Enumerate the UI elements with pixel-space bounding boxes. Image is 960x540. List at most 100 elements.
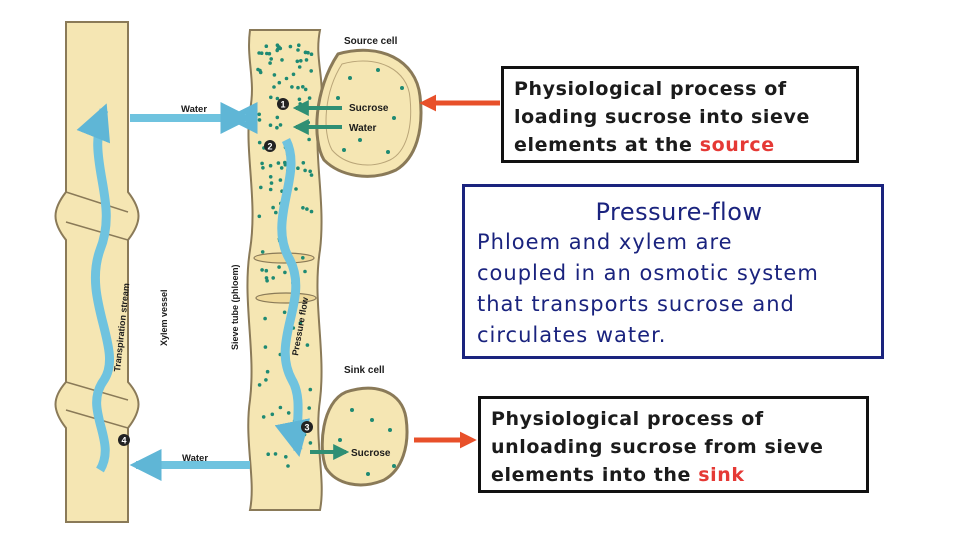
sucrose-dot (260, 268, 264, 272)
sucrose-dot (286, 464, 290, 468)
sucrose-dot (400, 86, 404, 90)
sucrose-dot (303, 168, 307, 173)
sucrose-dot (303, 269, 307, 274)
sucrose-dot (308, 387, 313, 392)
sucrose-dot (269, 57, 274, 61)
sucrose-dot (286, 411, 291, 415)
sink-line-3: elements into the sink (491, 461, 866, 489)
sucrose-dot (260, 250, 265, 254)
sucrose-dot (275, 125, 279, 130)
sucrose-dot (296, 85, 300, 90)
sucrose-dot (269, 95, 273, 100)
source-line-3-text: elements at the (514, 134, 700, 156)
sucrose-dot (272, 73, 277, 77)
sucrose-dot (264, 268, 269, 273)
sucrose-dot (257, 51, 261, 55)
sucrose-dot (306, 120, 311, 125)
label-sucrose-top: Sucrose (349, 103, 389, 114)
sucrose-dot (342, 148, 346, 152)
label-sieve-tube: Sieve tube (phloem) (230, 264, 240, 350)
sucrose-dot (392, 116, 396, 120)
sucrose-dot (376, 68, 380, 72)
sucrose-dot (370, 418, 374, 422)
pressure-line-4: circulates water. (477, 323, 667, 347)
sucrose-dot (307, 406, 312, 410)
sucrose-dot (256, 67, 260, 72)
sucrose-dot (265, 278, 269, 283)
sucrose-dot (272, 85, 276, 89)
sucrose-dot (298, 321, 303, 325)
sucrose-dot (301, 85, 305, 89)
pressure-flow-body: Phloem and xylem are coupled in an osmot… (477, 227, 881, 351)
label-xylem-vessel: Xylem vessel (159, 289, 169, 346)
sucrose-dot (277, 80, 282, 85)
sucrose-dot (269, 181, 274, 185)
transpiration-arrow (76, 103, 114, 473)
sucrose-dot (260, 161, 264, 166)
sucrose-dot (305, 343, 310, 347)
source-highlight: source (699, 134, 775, 156)
sucrose-dot (290, 85, 294, 89)
sink-line-2: unloading sucrose from sieve (491, 436, 824, 458)
sucrose-dot (259, 51, 264, 55)
sucrose-dot (309, 209, 314, 214)
sucrose-dot (350, 408, 354, 412)
sucrose-dot (302, 432, 307, 437)
sucrose-dot (295, 59, 300, 64)
step-marker-4: 4 (118, 434, 130, 446)
sucrose-dot (303, 50, 308, 55)
pressure-line-1: Phloem and xylem are (477, 230, 733, 254)
pressure-flow-arrow (274, 137, 311, 458)
sink-callout-box: Physiological process of unloading sucro… (478, 396, 869, 493)
sucrose-dot (261, 166, 265, 170)
sink-highlight: sink (698, 464, 745, 486)
sucrose-dot (388, 428, 392, 432)
sucrose-dot (308, 169, 313, 174)
sucrose-dot (297, 65, 302, 69)
sucrose-dot (278, 405, 283, 410)
sucrose-dot (263, 345, 268, 349)
sucrose-dot (266, 452, 271, 457)
sucrose-dot (297, 97, 302, 102)
sucrose-dot (301, 255, 305, 260)
pressure-flow-box: Pressure-flow Phloem and xylem are coupl… (462, 184, 884, 359)
sucrose-dot (271, 205, 275, 210)
source-line-1: Physiological process of (514, 78, 787, 100)
step-marker-2: 2 (264, 140, 276, 152)
sucrose-dot (276, 161, 281, 165)
pressure-flow-title: Pressure-flow (595, 198, 763, 226)
sucrose-dot (294, 187, 298, 191)
svg-text:2: 2 (267, 142, 272, 152)
sucrose-dot (268, 175, 273, 179)
pressure-line-2: coupled in an osmotic system (477, 261, 819, 285)
source-callout-text: Physiological process of loading sucrose… (514, 75, 856, 159)
sucrose-dot (257, 214, 262, 219)
pressure-line-3: that transports sucrose and (477, 292, 795, 316)
sucrose-dot (265, 51, 269, 56)
sucrose-dot (278, 178, 283, 182)
sucrose-dot (275, 115, 280, 120)
sucrose-dot (309, 173, 314, 177)
sucrose-dot (273, 452, 278, 456)
sucrose-dot (278, 123, 283, 127)
sucrose-dot (296, 166, 300, 170)
sucrose-dot (268, 123, 273, 127)
sucrose-dot (303, 87, 308, 92)
sucrose-dot (283, 160, 287, 165)
sucrose-dot (282, 310, 287, 315)
sink-cell (320, 386, 409, 487)
sink-line-1: Physiological process of (491, 408, 764, 430)
sucrose-dot (268, 187, 273, 192)
sucrose-dot (267, 51, 272, 56)
sucrose-dot (298, 102, 303, 106)
svg-text:1: 1 (280, 100, 285, 110)
sucrose-dot (264, 276, 269, 280)
sucrose-dot (299, 59, 303, 63)
sucrose-dot (386, 150, 390, 154)
sucrose-dot (257, 112, 262, 117)
sucrose-dot (263, 316, 267, 321)
sucrose-dot (301, 206, 305, 210)
label-water-bottom: Water (182, 453, 208, 464)
sucrose-dot (257, 118, 262, 122)
